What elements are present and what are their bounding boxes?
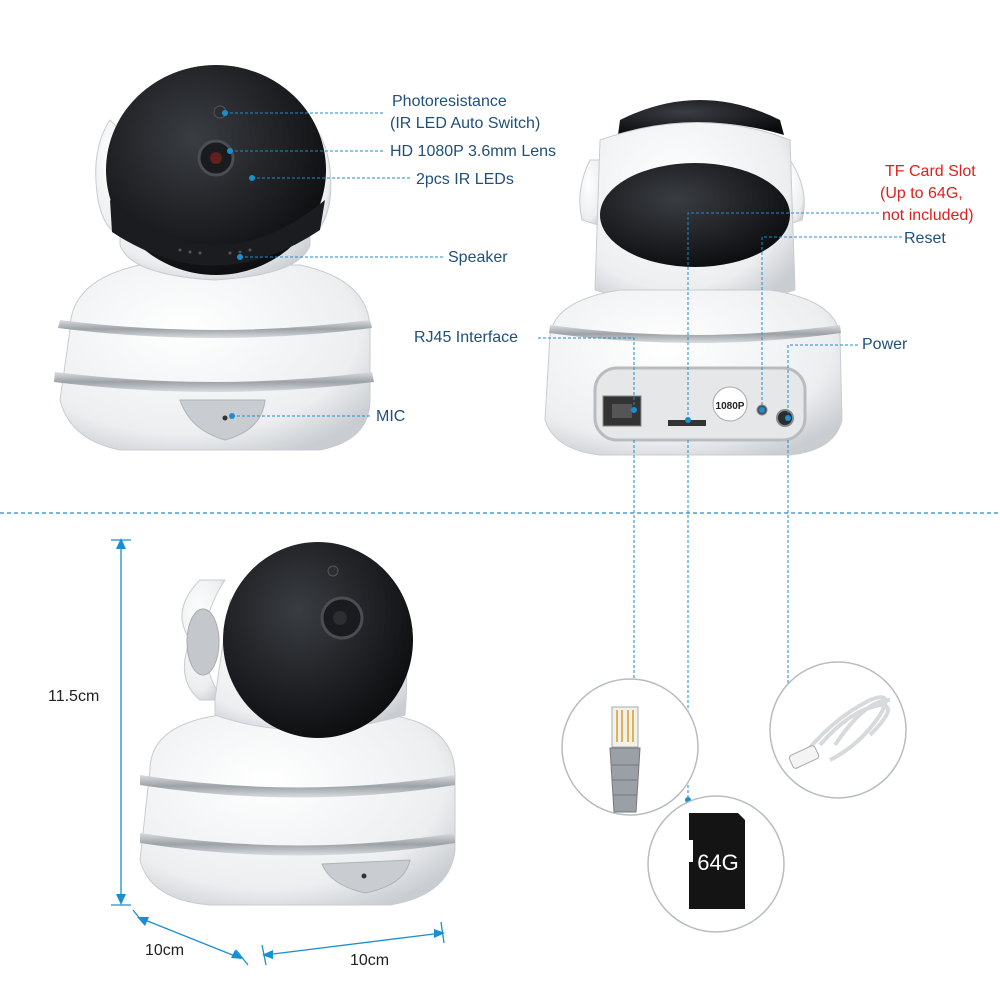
label-speaker: Speaker [448, 249, 508, 266]
front-camera [54, 65, 374, 451]
label-tf-card-slot: TF Card Slot [885, 163, 976, 180]
angled-camera [139, 542, 456, 906]
rj45-connector-circle [561, 678, 699, 816]
front-leader-lines [222, 110, 445, 419]
dimension-width: 10cm [350, 952, 390, 969]
dimension-depth: 10cm [145, 942, 185, 959]
label-reset: Reset [904, 230, 946, 247]
back-camera [544, 100, 843, 456]
sd-card-circle [647, 795, 785, 933]
label-photoresistance: Photoresistance [392, 93, 507, 110]
sd-card-label: 64G [697, 850, 739, 875]
label-tf-card-note: not included) [882, 207, 974, 224]
badge-1080p: 1080P [716, 401, 745, 412]
label-tf-card-capacity: (Up to 64G, [880, 185, 963, 202]
label-power: Power [862, 336, 908, 353]
label-ir-leds: 2pcs IR LEDs [416, 171, 514, 188]
label-photoresistance-sub: (IR LED Auto Switch) [390, 115, 541, 132]
dimension-arrows [111, 538, 445, 966]
dimension-height: 11.5cm [48, 688, 100, 705]
usb-cable-circle [769, 661, 907, 799]
label-rj45-interface: RJ45 Interface [414, 329, 519, 346]
label-lens: HD 1080P 3.6mm Lens [390, 143, 557, 160]
label-mic: MIC [376, 408, 406, 425]
